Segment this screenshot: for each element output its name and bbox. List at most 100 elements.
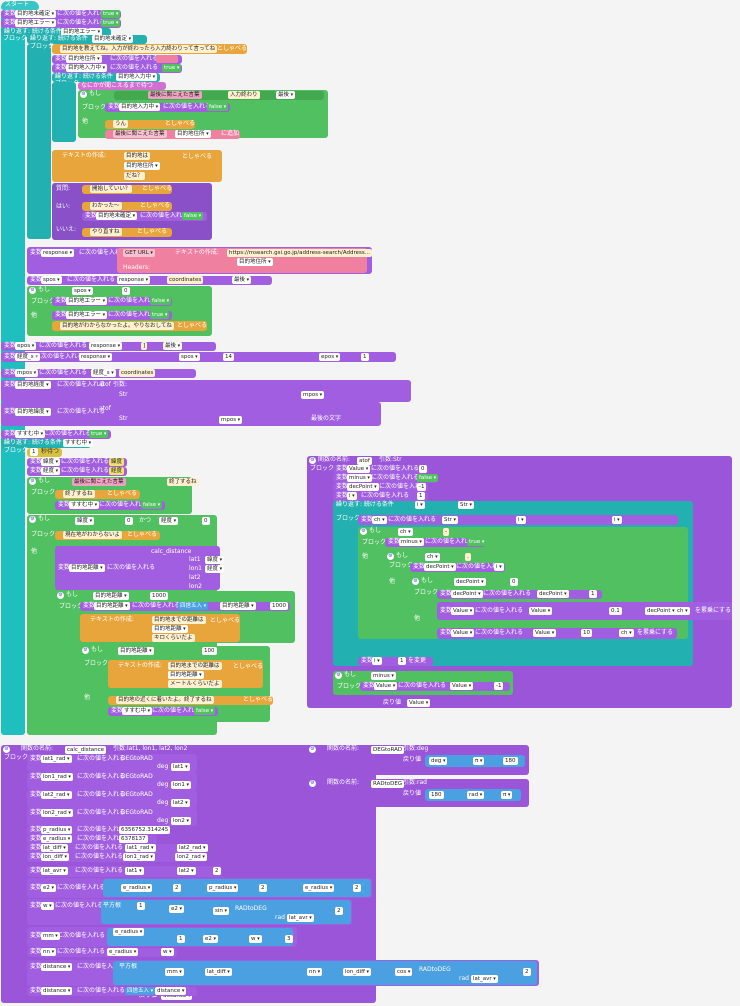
- dropdown-field[interactable]: lon2: [171, 817, 191, 825]
- dropdown-field[interactable]: p_radius: [207, 884, 239, 892]
- dropdown-field[interactable]: p_radius: [41, 826, 73, 834]
- value-field[interactable]: 最後に聞こえた言葉: [113, 130, 167, 138]
- dropdown-field[interactable]: response: [41, 249, 75, 257]
- dropdown-field[interactable]: nn: [41, 948, 57, 956]
- dropdown-field[interactable]: 目的地住所: [237, 258, 273, 266]
- dropdown-field[interactable]: π: [473, 757, 485, 765]
- say-m-block[interactable]: テキストの作成: 目的地までの距離は 目的地距離 メートルくらいだよ としゃべる: [108, 660, 263, 688]
- dropdown-field[interactable]: lat_diff: [205, 968, 232, 976]
- value-field[interactable]: やり直すね: [90, 228, 122, 236]
- dropdown-field[interactable]: ch: [675, 607, 690, 615]
- value-field[interactable]: 目的地は: [124, 152, 151, 160]
- wait-recognize-block[interactable]: なにかが聞こえるまで待つ: [78, 82, 166, 90]
- dropdown-field[interactable]: w: [161, 948, 174, 956]
- value-field[interactable]: 目的地の近くに着いたよ。終了するね: [116, 696, 214, 704]
- dropdown-field[interactable]: distance: [41, 987, 73, 995]
- start-hat-block[interactable]: スタート: [1, 1, 39, 10]
- dropdown-field[interactable]: mm: [41, 932, 60, 940]
- gear-icon[interactable]: ⚙: [80, 91, 87, 98]
- dropdown-field[interactable]: decPoint: [454, 578, 486, 586]
- dropdown-field[interactable]: distance: [41, 963, 73, 971]
- dropdown-field[interactable]: lat_avr: [287, 914, 314, 922]
- dropdown-field[interactable]: lat_avr: [471, 975, 498, 983]
- set-error-false[interactable]: 変数 目的地エラー に次の値を入れる false: [52, 297, 172, 306]
- dropdown-field[interactable]: lat1_rad: [41, 755, 72, 763]
- say-ask-dest-block[interactable]: 目的地を教えてね。入力が終わったら入力終わりって言ってね としゃべる: [52, 44, 247, 54]
- dropdown-field[interactable]: 目的地住所: [66, 55, 102, 63]
- dropdown-field[interactable]: lon1: [171, 781, 191, 789]
- value-field[interactable]: 0: [510, 578, 518, 586]
- value-field[interactable]: 0.1: [609, 607, 622, 615]
- dropdown-field[interactable]: ch: [372, 516, 387, 524]
- dropdown-field[interactable]: mpos: [219, 416, 243, 424]
- value-field[interactable]: 目的地を教えてね。入力が終わったら入力終わりって言ってね: [60, 45, 218, 53]
- value-field[interactable]: 0: [122, 287, 130, 295]
- set-lat1-rad[interactable]: 変数 lat1_rad に次の値を入れる DEGtoRAD deg lat1: [27, 754, 197, 772]
- dropdown-field[interactable]: response: [117, 276, 151, 284]
- say-start-ok-block[interactable]: 開始していい？ としゃべる: [82, 185, 172, 194]
- repeat-while-running[interactable]: 繰り返す: 続ける条件 すすむ中: [1, 439, 94, 448]
- expression-block[interactable]: [114, 91, 324, 100]
- dropdown-field[interactable]: response: [79, 353, 113, 361]
- value-field[interactable]: 180: [503, 757, 518, 765]
- set-mpos-block[interactable]: 変数 mpos に次の値を入れる 経度_s coordinates: [1, 369, 196, 378]
- dropdown-field[interactable]: spos: [41, 276, 62, 284]
- set-decpoint-i[interactable]: 変数 decPoint に次の値を入れる i: [410, 563, 505, 572]
- value-field[interactable]: 1: [361, 353, 369, 361]
- say-end-block[interactable]: 終了するね としゃべる: [55, 490, 140, 499]
- value-field[interactable]: 10: [581, 629, 592, 637]
- set-confirm-false[interactable]: 変数 目的地未確定 に次の値を入れる false: [82, 212, 207, 221]
- value-field[interactable]: -: [443, 528, 449, 536]
- set-distance-round-final[interactable]: 変数 distance に次の値を入れる 四捨五入 distance: [27, 987, 197, 996]
- dropdown-field[interactable]: Value: [347, 465, 371, 473]
- dropdown-field[interactable]: Str: [458, 501, 475, 509]
- gear-icon[interactable]: ⚙: [309, 780, 316, 787]
- say-unhuh-block[interactable]: うん としゃべる: [105, 120, 195, 129]
- value-field[interactable]: 2: [523, 968, 531, 976]
- set-e-radius[interactable]: 変数 e_radius に次の値を入れる 6378137: [27, 835, 157, 844]
- dropdown-field[interactable]: lat2: [177, 867, 196, 875]
- dropdown-field[interactable]: 目的地入力中: [119, 103, 161, 111]
- dropdown-field[interactable]: false: [182, 212, 204, 220]
- value-field[interactable]: 6378137: [119, 835, 148, 843]
- dropdown-field[interactable]: 目的地距離: [220, 602, 256, 610]
- dropdown-field[interactable]: decPoint: [424, 563, 456, 571]
- dropdown-field[interactable]: spos: [179, 353, 200, 361]
- set-lon-diff[interactable]: 変数 lon_diff に次の値を入れる lon1_rad lon2_rad: [27, 853, 207, 862]
- value-field[interactable]: calc_distance: [65, 746, 107, 754]
- dropdown-field[interactable]: epos: [319, 353, 341, 361]
- dropdown-field[interactable]: Value: [451, 607, 475, 615]
- say-dest-is-block[interactable]: テキストの作成: 目的地は 目的地住所 だね？ としゃべる: [52, 150, 222, 182]
- set-distance-block[interactable]: 変数 目的地距離 に次の値を入れる calc_distance lat1 緯度 …: [55, 546, 225, 590]
- dropdown-field[interactable]: 目的地距離: [94, 602, 130, 610]
- dropdown-field[interactable]: false: [141, 501, 163, 509]
- if-input-done-block[interactable]: ⚙ もし 最後に聞こえた言葉 入力終わり 最後 ブロック 他: [78, 90, 328, 138]
- value-field[interactable]: RADtoDEG: [371, 780, 405, 788]
- dropdown-field[interactable]: lon_diff: [41, 853, 70, 861]
- value-field[interactable]: 2: [173, 884, 181, 892]
- set-error-true[interactable]: 変数 目的地エラー に次の値を入れる true: [52, 311, 172, 320]
- set-decpoint[interactable]: 変数 decPoint に次の値を入れる -1: [333, 483, 428, 492]
- value-field[interactable]: 経度: [109, 467, 125, 475]
- value-field[interactable]: 最後に聞こえた言葉: [148, 91, 202, 99]
- value-field[interactable]: [156, 55, 178, 63]
- deg-to-rad-function-block[interactable]: ⚙ 関数の名前: DEGtoRAD 引数: deg 戻り値 deg π 180: [307, 745, 529, 775]
- set-distance-round[interactable]: 変数 目的地距離 に次の値を入れる 四捨五入 目的地距離 1000: [80, 602, 290, 611]
- value-field[interactable]: 1: [589, 590, 597, 598]
- dropdown-field[interactable]: decPoint: [645, 607, 677, 615]
- dropdown-field[interactable]: deg: [429, 757, 448, 765]
- dropdown-field[interactable]: true: [162, 64, 182, 72]
- value-field[interactable]: 緯度: [109, 458, 125, 466]
- value-field[interactable]: 入力終わり: [228, 91, 260, 99]
- dropdown-field[interactable]: lat2_rad: [41, 791, 72, 799]
- value-field[interactable]: 1: [177, 935, 185, 943]
- dropdown-field[interactable]: true: [150, 311, 170, 319]
- wait-seconds-block[interactable]: 1 秒待つ: [27, 448, 62, 457]
- dropdown-field[interactable]: true: [89, 430, 109, 438]
- set-dest-error-block[interactable]: 変数 目的地エラー に次の値を入れる true: [1, 19, 121, 28]
- dropdown-field[interactable]: すすむ中: [15, 430, 46, 438]
- dropdown-field[interactable]: e_radius: [121, 884, 153, 892]
- value-field[interactable]: 1: [137, 902, 145, 910]
- dropdown-field[interactable]: 目的地住所: [175, 130, 211, 138]
- value-field[interactable]: 開始していい？: [90, 185, 133, 193]
